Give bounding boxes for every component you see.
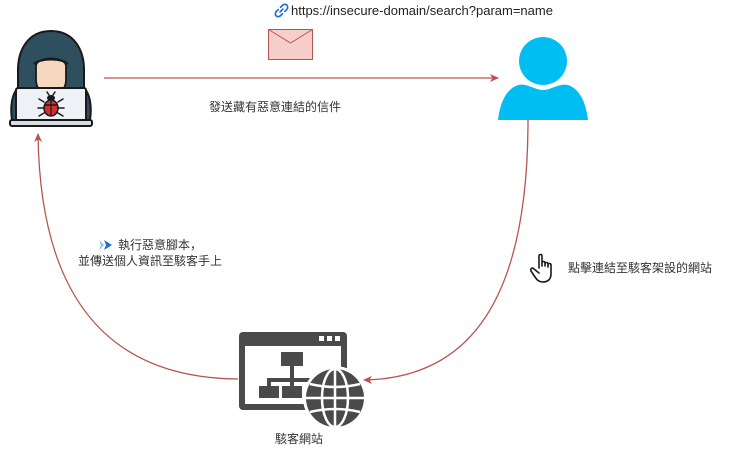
malicious-url[interactable]: https://insecure-domain/search?param=nam… <box>291 3 553 18</box>
website-globe-icon <box>239 332 367 430</box>
website-label: 駭客網站 <box>275 432 324 446</box>
execute-script-line2: 並傳送個人資訊至駭客手上 <box>78 254 223 268</box>
arrow-execute-script <box>34 133 239 380</box>
edge-label-execute-script: 執行惡意腳本， 並傳送個人資訊至駭客手上 <box>78 237 222 269</box>
website-node[interactable] <box>237 330 367 430</box>
user-node[interactable] <box>498 37 588 121</box>
hand-pointer-icon <box>529 253 552 283</box>
click-link-text: 點擊連結至駭客架設的網站 <box>568 261 713 275</box>
arrow-click-link <box>363 119 529 384</box>
link-icon <box>274 3 289 18</box>
hacker-node[interactable] <box>6 28 96 128</box>
url-label: https://insecure-domain/search?param=nam… <box>274 3 553 18</box>
hacker-icon <box>9 29 93 127</box>
bug-icon <box>37 91 65 117</box>
double-chevron-icon <box>99 240 112 250</box>
envelope-icon <box>268 29 313 60</box>
user-icon <box>498 37 588 120</box>
execute-script-line1: 執行惡意腳本， <box>118 238 203 252</box>
edge-label-send-email: 發送藏有惡意連結的信件 <box>209 100 342 114</box>
edge-label-click-link: 點擊連結至駭客架設的網站 <box>529 252 713 284</box>
